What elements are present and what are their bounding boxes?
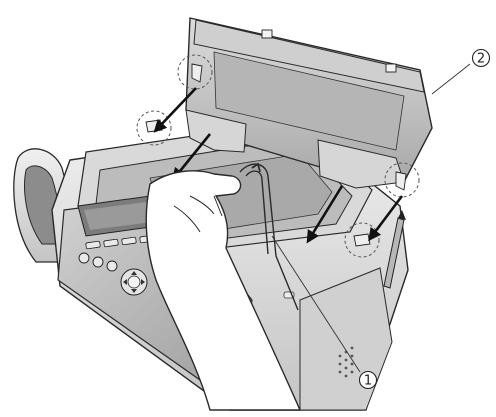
- navigator-key: [120, 268, 148, 296]
- callout-1: 1: [358, 370, 378, 390]
- round-buttons: [78, 252, 118, 272]
- speaker-grille: [338, 346, 354, 378]
- insertion-arrows: [153, 87, 404, 244]
- callout-2: 2: [471, 48, 491, 68]
- paper-tray: [185, 17, 433, 191]
- document-guide-post: [383, 210, 406, 289]
- callout-1-label: 1: [364, 374, 372, 389]
- hand: [145, 170, 302, 411]
- callout-2-label: 2: [477, 52, 485, 67]
- leader-lines: [271, 63, 471, 373]
- wire-guide: [239, 162, 299, 311]
